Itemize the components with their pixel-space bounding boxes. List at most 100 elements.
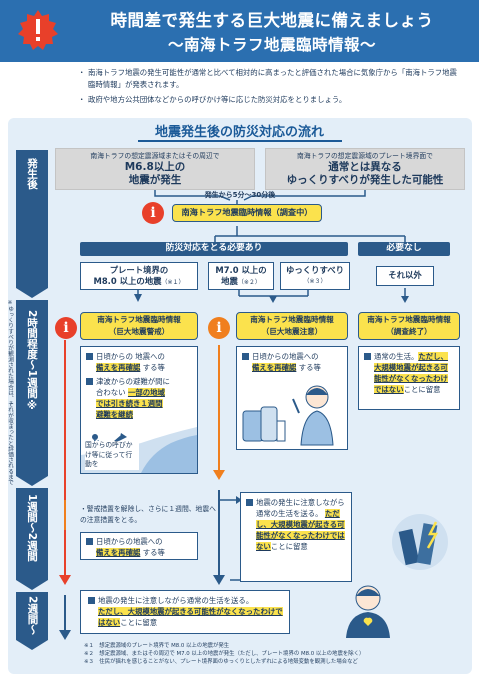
govt-call-text: 国からの呼びかけ等に従って行動を <box>85 441 139 470</box>
info-line: 南海トラフ地震臨時情報 <box>250 315 334 324</box>
action-text: する等 <box>140 363 165 372</box>
action-text: する等 <box>140 548 165 557</box>
timeline-arrow <box>16 288 48 298</box>
header-banner: 時間差で発生する巨大地震に備えましょう 〜南海トラフ地震臨時情報〜 <box>0 0 479 62</box>
page-title: 時間差で発生する巨大地震に備えましょう <box>110 11 434 30</box>
action-text: 合わない <box>96 388 126 397</box>
warning-icon <box>18 10 58 50</box>
action-text: ことに留意 <box>403 385 441 394</box>
case-note: （※３） <box>303 278 327 285</box>
action-highlight: 避難を継続 <box>96 410 133 419</box>
info-mega-caution: 南海トラフ地震臨時情報 （巨大地震注意） <box>236 312 348 340</box>
week2-note: ・警戒措置を解除し、さらに１週間、地震への注意措置をとる。 <box>80 505 216 524</box>
action-text: 地震の発生に注意しながら通常の生活を送る。 <box>256 498 345 518</box>
quake-large-text: ゆっくりすべりが発生した可能性 <box>286 174 444 186</box>
case-text: ゆっくりすべり <box>285 265 345 275</box>
title-underline <box>138 140 342 142</box>
info-line: 南海トラフ地震臨時情報 <box>367 315 451 324</box>
timeline-arrow <box>16 476 48 486</box>
quake-m68-box: 南海トラフの想定震源域またはその周辺で M6.8以上の 地震が発生 <box>55 148 255 190</box>
footnotes: ※１ 想定震源域のプレート境界で M8.0 以上の地震が発生 ※２ 想定震源域、… <box>84 643 464 666</box>
action-highlight: 備えを再確認 <box>96 363 141 372</box>
intro-bullet: 政府や地方公共団体などからの呼びかけ等に応じた防災対応をとりましょう。 <box>78 94 460 106</box>
quake-large-text: 地震が発生 <box>128 174 182 186</box>
timeline-label: 2時間程度〜1週間 <box>26 310 38 399</box>
action-text: ことに留意 <box>120 618 158 627</box>
timeline-label: 2週間〜 <box>26 596 39 635</box>
action-text: ことに留意 <box>270 542 308 551</box>
need-action-bar: 防災対応をとる必要あり <box>80 242 348 256</box>
timing-label: 発生から5分〜30分後 <box>204 191 276 199</box>
timeline-arrow <box>16 640 48 650</box>
action-text: 通常の生活。 <box>374 352 419 361</box>
footnote: ※３ 住民が揺れを感じることがない、プレート境界面のゆっくりとしたずれによる地殻… <box>84 658 358 665</box>
timeline-mark: ※ <box>26 400 38 413</box>
action-item: 通常の生活。ただし、大規模地震が起きる可能性がなくなったわけではないことに留意 <box>363 351 455 395</box>
info-mega-warning: 南海トラフ地震臨時情報 （巨大地震警戒） <box>80 312 198 340</box>
info-icon: i <box>55 317 77 339</box>
caution-actions-card: 日頃からの地震への 備えを再確認 する等 <box>236 346 348 450</box>
timeline-after-occurrence: 発生後 <box>16 150 48 288</box>
no-need-bar: 必要なし <box>358 242 450 256</box>
case-text: プレート境界の <box>109 265 169 275</box>
quake-large-text: M6.8以上の <box>124 161 186 173</box>
timeline-label: 発生後 <box>26 158 38 190</box>
footnote: ※２ 想定震源域、またはその周辺で M7.0 以上の地震が発生（ただし、プレート… <box>84 650 365 657</box>
week2-left-card: 日頃からの地震への 備えを再確認 する等 <box>80 532 198 560</box>
case-text: 地震 <box>221 276 238 286</box>
case-text: M7.0 以上の <box>215 265 267 275</box>
case-note: （※２） <box>237 279 261 286</box>
action-text: 津波からの避難が間に <box>96 377 170 386</box>
action-text: する等 <box>296 363 321 372</box>
info-icon: i <box>142 202 164 224</box>
timeline-label: 1週間〜2週間 <box>26 494 38 562</box>
case-m80-box: プレート境界の M8.0 以上の地震（※１） <box>80 262 198 290</box>
info-end: 南海トラフ地震臨時情報 （調査終了） <box>358 312 460 340</box>
action-text: 地震の発生に注意しながら通常の生活を送る。 <box>98 596 254 605</box>
action-text: 日頃からの 地震への <box>96 352 165 361</box>
info-line: 南海トラフ地震臨時情報 <box>97 315 181 324</box>
action-item: 日頃からの 地震への 備えを再確認 する等 <box>85 351 193 373</box>
action-item: 地震の発生に注意しながら通常の生活を送る。 ただし、大規模地震が起きる可能性がな… <box>87 595 283 628</box>
timeline-2h-1week: 2時間程度〜1週間 ※ <box>16 300 48 476</box>
intro-bullet: 南海トラフ地震の発生可能性が通常と比べて相対的に高まったと評価された場合に気象庁… <box>78 67 460 91</box>
quake-small-text: 南海トラフの想定震源域またはその周辺で <box>90 152 220 160</box>
quake-small-text: 南海トラフの想定震源域のプレート境界面で <box>297 152 433 160</box>
week2-right-card: 地震の発生に注意しながら通常の生活を送る。 ただし、大規模地震が起きる可能性がな… <box>240 492 352 582</box>
slow-slip-box: 南海トラフの想定震源域のプレート境界面で 通常とは異なる ゆっくりすべりが発生し… <box>265 148 465 190</box>
action-text: 日頃からの地震への <box>96 537 163 546</box>
action-highlight: では引き続き１週間 <box>96 399 163 408</box>
info-line: （巨大地震注意） <box>261 327 323 336</box>
intro-text: 南海トラフ地震の発生可能性が通常と比べて相対的に高まったと評価された場合に気象庁… <box>78 67 460 106</box>
flow-title: 地震発生後の防災対応の流れ <box>154 125 324 140</box>
info-icon: i <box>208 317 230 339</box>
action-item: 津波からの避難が間に 合わない 一部の地域 では引き続き１週間 避難を継続 <box>85 376 193 420</box>
week3-card: 地震の発生に注意しながら通常の生活を送る。 ただし、大規模地震が起きる可能性がな… <box>80 590 290 634</box>
case-text: M8.0 以上の地震 <box>93 276 162 286</box>
person-illustration <box>346 585 390 638</box>
building-illustration <box>392 514 448 570</box>
timeline-2week-plus: 2週間〜 <box>16 592 48 640</box>
page-subtitle: 〜南海トラフ地震臨時情報〜 <box>167 36 376 54</box>
timeline-1week-2week: 1週間〜2週間 <box>16 488 48 580</box>
action-text: 日頃からの地震への <box>252 352 319 361</box>
case-m70-box: M7.0 以上の 地震（※２） <box>208 262 274 290</box>
action-item: 日頃からの地震への 備えを再確認 する等 <box>85 536 193 558</box>
case-note: （※１） <box>161 279 185 286</box>
side-note: ※ゆっくりすべりが観測された場合は、それが収まったと評価されるまで <box>7 300 13 486</box>
info-line: （巨大地震警戒） <box>108 327 170 336</box>
action-item: 日頃からの地震への 備えを再確認 する等 <box>241 351 343 373</box>
case-slow-slip-box: ゆっくりすべり （※３） <box>280 262 350 290</box>
case-other-box: それ以外 <box>376 266 434 286</box>
timeline-arrow <box>16 580 48 590</box>
quake-large-text: 通常とは異なる <box>328 161 402 173</box>
supplies-illustration <box>242 385 334 446</box>
info-investigating: 南海トラフ地震臨時情報（調査中） <box>172 204 322 222</box>
action-highlight: 備えを再確認 <box>96 548 141 557</box>
info-line: （調査終了） <box>386 327 432 336</box>
footnote: ※１ 想定震源域のプレート境界で M8.0 以上の地震が発生 <box>84 643 230 649</box>
warning-actions-card: 日頃からの 地震への 備えを再確認 する等 津波からの避難が間に 合わない 一部… <box>80 346 198 474</box>
action-highlight: 備えを再確認 <box>252 363 297 372</box>
action-highlight: 一部の地域 <box>127 388 165 397</box>
